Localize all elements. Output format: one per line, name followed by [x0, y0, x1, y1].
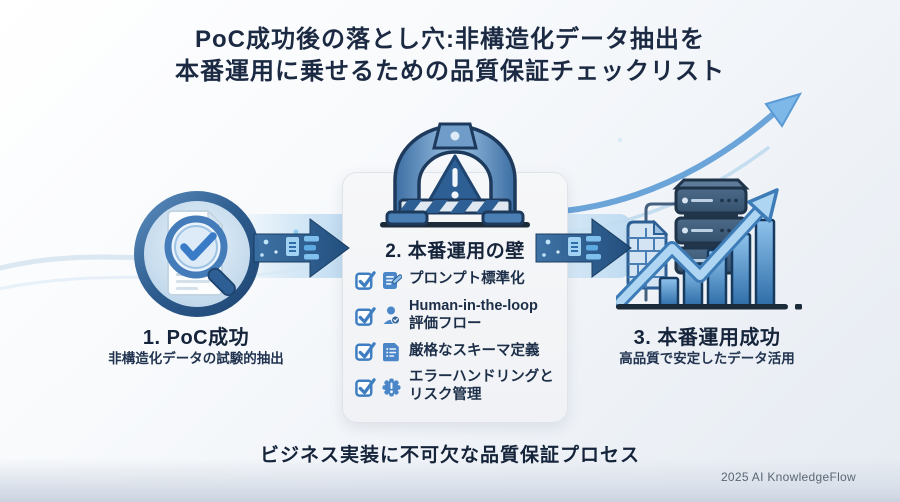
step-production-label: 3. 本番運用成功 [633, 327, 781, 349]
page-title: PoC成功後の落とし穴:非構造化データ抽出を 本番運用に乗せるための品質保証チェ… [0, 24, 900, 87]
step-wall-label: 2. 本番運用の壁 [385, 241, 525, 262]
sparkle [617, 137, 623, 143]
sparkle [293, 229, 299, 235]
chart-baseline [616, 304, 788, 310]
mini-data-bars-icon [586, 236, 601, 242]
title-line-1: PoC成功後の落とし穴:非構造化データ抽出を [195, 26, 705, 53]
step-poc-sublabel: 非構造化データの試験的抽出 [108, 351, 284, 366]
checkbox-checked-icon [355, 271, 376, 290]
gate-arch [393, 124, 517, 224]
magnifier-handle [207, 267, 236, 297]
swoosh-arrowhead [764, 92, 803, 128]
quality-checklist: プロンプト標準化 Human-in-the-loop 評価フロー [355, 269, 561, 405]
schema-document-icon [383, 342, 399, 362]
checklist-item-label: Human-in-the-loop 評価フロー [409, 298, 538, 332]
step-production-sublabel: 高品質で安定したデータ活用 [619, 351, 795, 366]
checklist-item-label: エラーハンドリングと リスク管理 [409, 369, 554, 404]
gate-foot-left [385, 210, 429, 226]
checklist-item: エラーハンドリングと リスク管理 [355, 369, 561, 404]
checklist-item-label: 厳格なスキーマ定義 [409, 342, 540, 359]
checklist-item: 厳格なスキーマ定義 [355, 340, 561, 362]
checklist-item: プロンプト標準化 [355, 269, 561, 291]
human-in-loop-icon [383, 306, 400, 325]
bottom-gradient-strip [0, 458, 900, 502]
trend-arrow-icon [616, 188, 779, 309]
checklist-item: Human-in-the-loop 評価フロー [355, 298, 561, 333]
checkbox-checked-icon [355, 378, 376, 397]
data-flow-arrow-icon [535, 218, 632, 278]
document-edit-icon [383, 271, 402, 289]
checklist-item-label: プロンプト標準化 [409, 271, 525, 288]
mini-data-bars-icon [304, 236, 319, 242]
check-mark [180, 232, 217, 261]
checkbox-checked-icon [355, 342, 376, 362]
baseline-dot [795, 304, 802, 310]
gear-alert-icon [382, 378, 401, 397]
credit-text: 2025 AI KnowledgeFlow [720, 470, 856, 484]
step-poc-label: 1. PoC成功 [142, 327, 250, 349]
footer-tagline: ビジネス実装に不可欠な品質保証プロセス [259, 445, 640, 466]
checkbox-checked-icon [355, 306, 376, 326]
server-growth-chart-icon [616, 178, 802, 310]
gate-foot-right [481, 210, 525, 226]
connector-line [644, 202, 678, 224]
striped-barrier-bar [398, 198, 512, 215]
gate-barrier-warning-icon [380, 122, 530, 228]
data-flow-arrow-icon [253, 218, 350, 278]
document-magnifier-check-icon [134, 191, 260, 317]
title-line-2: 本番運用に乗せるための品質保証チェックリスト [175, 57, 725, 85]
